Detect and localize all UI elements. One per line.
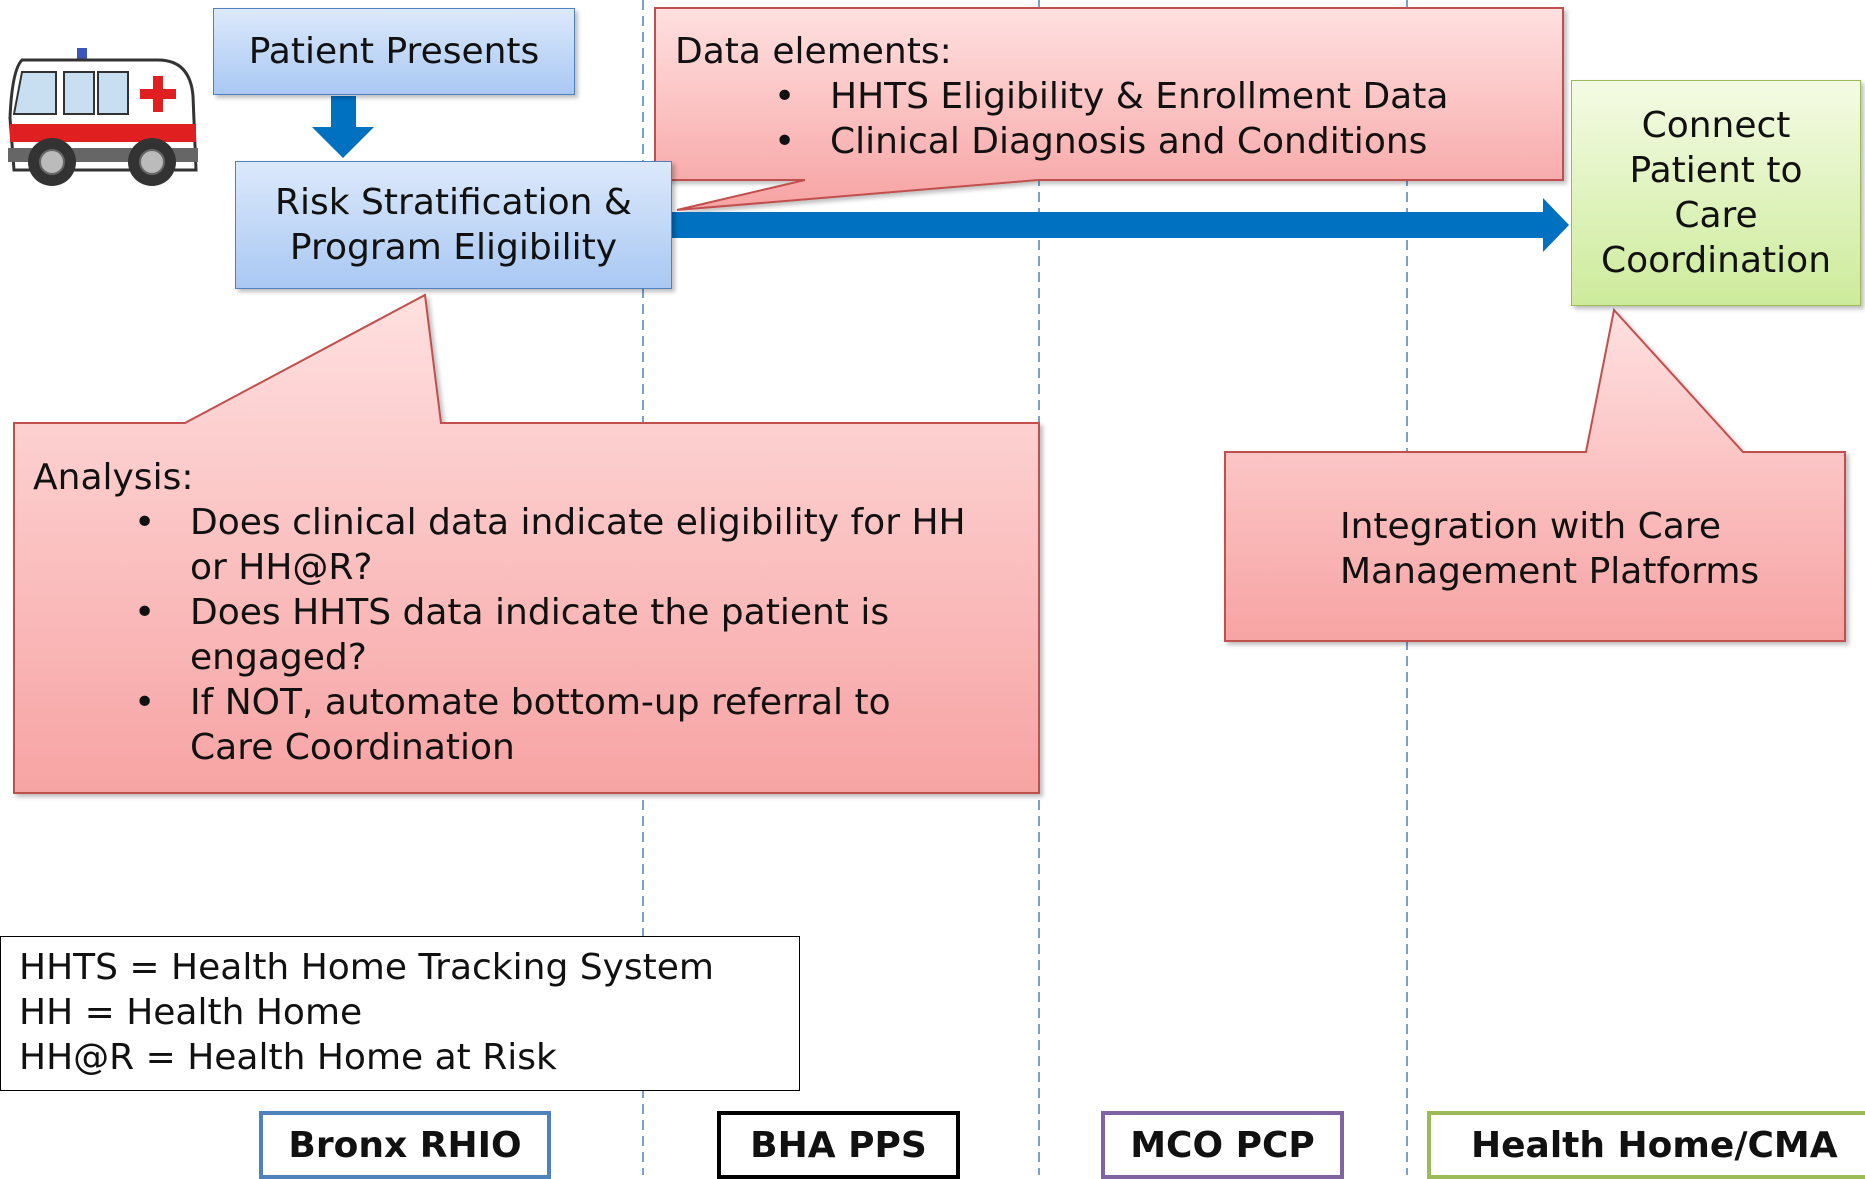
connect-patient-box: Connect Patient to Care Coordination — [1571, 80, 1861, 306]
lane-label-bronx-rhio: Bronx RHIO — [259, 1111, 551, 1179]
analysis-list: Does clinical data indicate eligibility … — [134, 500, 1033, 770]
data-elements-list: HHTS Eligibility & Enrollment Data Clini… — [774, 74, 1555, 164]
analysis-item: Does HHTS data indicate the patient is e… — [134, 590, 1033, 680]
analysis-heading: Analysis: — [33, 457, 194, 498]
connect-patient-line-3: Care — [1674, 195, 1758, 236]
lane-label-health-home-cma: Health Home/CMA — [1427, 1111, 1865, 1179]
analysis-item-line: Does clinical data indicate eligibility … — [190, 502, 966, 543]
patient-presents-box: Patient Presents — [213, 8, 575, 95]
data-elements-text: Data elements: HHTS Eligibility & Enroll… — [675, 29, 1555, 164]
integration-line-2: Management Platforms — [1340, 551, 1760, 592]
analysis-item-line: If NOT, automate bottom-up referral to — [190, 682, 891, 723]
integration-callout-shape — [1224, 307, 1846, 642]
integration-line-1: Integration with Care — [1340, 506, 1721, 547]
connect-patient-line-4: Coordination — [1600, 240, 1832, 281]
analysis-item: If NOT, automate bottom-up referral to C… — [134, 680, 1033, 770]
acronym-legend: HHTS = Health Home Tracking System HH = … — [0, 936, 800, 1091]
lane-label-text: BHA PPS — [750, 1124, 927, 1166]
data-element-item: HHTS Eligibility & Enrollment Data — [774, 74, 1555, 119]
right-arrow — [672, 198, 1569, 252]
analysis-item-line: or HH@R? — [190, 547, 373, 588]
connect-patient-line-2: Patient to — [1629, 150, 1803, 191]
analysis-item-line: Care Coordination — [190, 727, 515, 768]
legend-line: HH = Health Home — [19, 992, 363, 1033]
lane-label-text: Bronx RHIO — [288, 1124, 522, 1166]
data-element-item: Clinical Diagnosis and Conditions — [774, 119, 1555, 164]
lane-label-mco-pcp: MCO PCP — [1101, 1111, 1344, 1179]
data-elements-heading: Data elements: — [675, 31, 952, 72]
ambulance-icon — [8, 48, 198, 186]
lane-label-bha-pps: BHA PPS — [717, 1111, 960, 1179]
analysis-text: Analysis: Does clinical data indicate el… — [33, 455, 1033, 770]
lane-label-text: MCO PCP — [1130, 1124, 1315, 1166]
lane-label-text: Health Home/CMA — [1471, 1124, 1838, 1166]
risk-stratification-line-2: Program Eligibility — [289, 227, 618, 268]
down-arrow — [312, 96, 374, 158]
analysis-item-line: Does HHTS data indicate the patient is — [190, 592, 890, 633]
risk-stratification-line-1: Risk Stratification & — [274, 182, 632, 223]
risk-stratification-box: Risk Stratification & Program Eligibilit… — [235, 161, 672, 289]
analysis-item: Does clinical data indicate eligibility … — [134, 500, 1033, 590]
connect-patient-line-1: Connect — [1641, 105, 1791, 146]
analysis-item-line: engaged? — [190, 637, 367, 678]
patient-presents-label: Patient Presents — [248, 31, 540, 72]
integration-text: Integration with Care Management Platfor… — [1340, 504, 1840, 594]
legend-line: HH@R = Health Home at Risk — [19, 1037, 557, 1078]
legend-line: HHTS = Health Home Tracking System — [19, 947, 715, 988]
